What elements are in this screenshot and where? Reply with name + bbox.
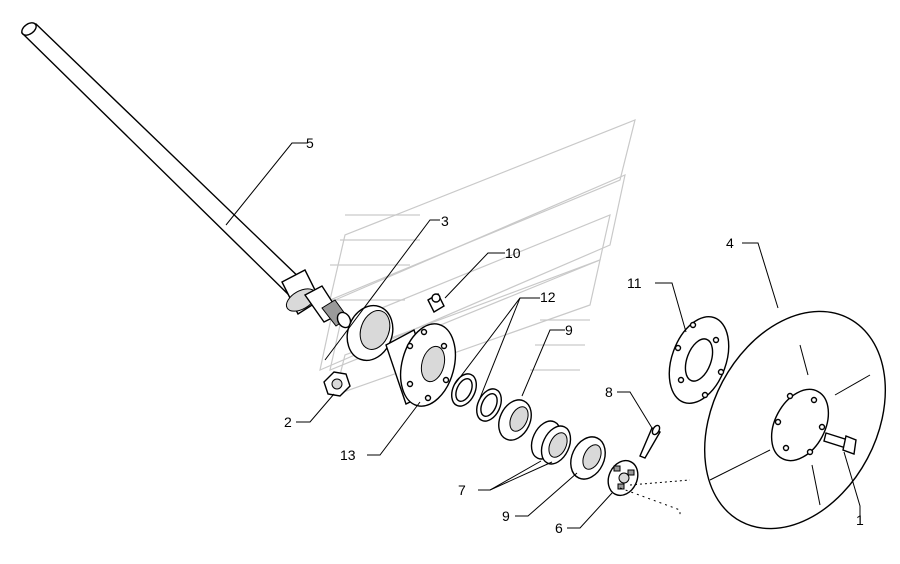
- callout-11: 11: [627, 275, 642, 291]
- wheel-hub: [385, 323, 457, 407]
- callout-8: 8: [605, 384, 613, 400]
- watermark-logo: [319, 119, 636, 396]
- ring-set: [451, 373, 502, 422]
- hex-nut: [323, 371, 351, 397]
- callout-2: 2: [284, 414, 292, 430]
- bearing-outer: [570, 436, 606, 480]
- shaft-arm: [20, 22, 352, 329]
- disc: [703, 310, 887, 530]
- callout-4: 4: [726, 235, 734, 251]
- seal-ring: [346, 304, 394, 362]
- cotter-pin: [639, 424, 661, 459]
- callout-10: 10: [505, 245, 521, 261]
- bolt: [823, 432, 857, 455]
- callout-6: 6: [555, 520, 563, 536]
- callout-12: 12: [540, 289, 556, 305]
- gasket-plate: [668, 316, 730, 404]
- callout-7: 7: [458, 482, 466, 498]
- callout-9-lower: 9: [502, 508, 510, 524]
- callout-9-upper: 9: [565, 322, 573, 338]
- leader-lines: [225, 142, 861, 529]
- bearing-inner: [498, 399, 532, 441]
- grease-nipple: [427, 293, 445, 313]
- castle-nut: [607, 459, 639, 497]
- callout-13: 13: [340, 447, 356, 463]
- callout-5: 5: [306, 135, 314, 151]
- callout-3: 3: [441, 213, 449, 229]
- callout-1: 1: [856, 512, 864, 528]
- bearing-races: [530, 420, 572, 465]
